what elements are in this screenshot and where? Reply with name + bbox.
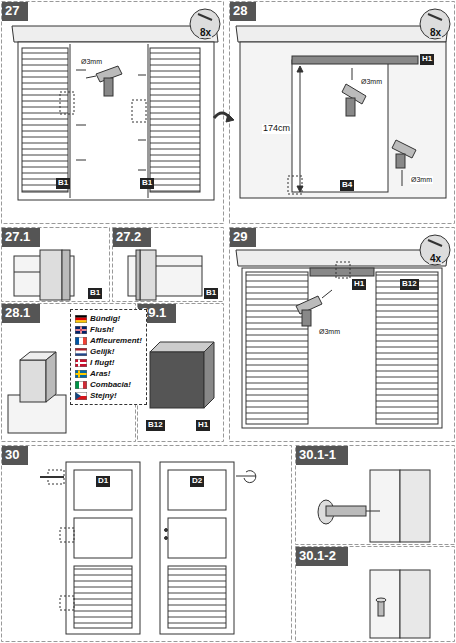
legend-text: Affleurement! <box>90 336 142 345</box>
flag-icon <box>75 326 87 334</box>
part-label: B12 <box>400 279 419 290</box>
legend-text: Stejný! <box>90 391 117 400</box>
legend-text: Gelijk! <box>90 347 114 356</box>
legend-row: Flush! <box>75 324 142 335</box>
flag-icon <box>75 315 87 323</box>
legend-row: Gelijk! <box>75 346 142 357</box>
legend-row: Bündig! <box>75 313 142 324</box>
step-number: 30.1-1 <box>299 448 336 462</box>
legend-row: Affleurement! <box>75 335 142 346</box>
part-label: B12 <box>146 420 165 431</box>
part-label: D1 <box>96 476 110 487</box>
part-label: D2 <box>190 476 204 487</box>
flag-icon <box>75 348 87 356</box>
legend-text: Flush! <box>90 325 114 334</box>
quantity-label: 8x <box>429 27 442 38</box>
flush-legend: Bündig! Flush! Affleurement! Gelijk! I flugt… <box>70 309 147 405</box>
step-number: 27 <box>5 4 19 18</box>
dimension-label: 174cm <box>262 124 291 134</box>
legend-text: I flugt! <box>90 358 114 367</box>
step-number: 30.1-2 <box>299 549 336 563</box>
step-number: 29 <box>233 230 247 244</box>
drill-size: Ø3mm <box>410 176 433 184</box>
flag-icon <box>75 337 87 345</box>
quantity-label: 8x <box>199 27 212 38</box>
step-number: 28.1 <box>5 306 30 320</box>
drill-size: Ø3mm <box>80 58 103 66</box>
part-label: H1 <box>352 279 366 290</box>
step-number: 28 <box>233 4 247 18</box>
step-number: 27.1 <box>5 230 30 244</box>
flag-icon <box>75 381 87 389</box>
part-label: B1 <box>140 178 154 189</box>
flag-icon <box>75 392 87 400</box>
legend-text: Bündig! <box>90 314 120 323</box>
legend-text: Combacia! <box>90 380 131 389</box>
drill-size: Ø3mm <box>318 328 341 336</box>
part-label: B1 <box>56 178 70 189</box>
part-label: B1 <box>204 288 218 299</box>
legend-row: I flugt! <box>75 357 142 368</box>
flag-icon <box>75 359 87 367</box>
part-label: H1 <box>196 420 210 431</box>
legend-row: Combacia! <box>75 379 142 390</box>
part-label: H1 <box>420 54 434 65</box>
step-number: 30 <box>5 448 19 462</box>
flag-icon <box>75 370 87 378</box>
legend-row: Aras! <box>75 368 142 379</box>
quantity-label: 4x <box>429 253 442 264</box>
step-number: 27.2 <box>116 230 141 244</box>
legend-row: Stejný! <box>75 390 142 401</box>
part-label: B4 <box>340 180 354 191</box>
legend-text: Aras! <box>90 369 110 378</box>
part-label: B1 <box>88 288 102 299</box>
drill-size: Ø3mm <box>360 78 383 86</box>
